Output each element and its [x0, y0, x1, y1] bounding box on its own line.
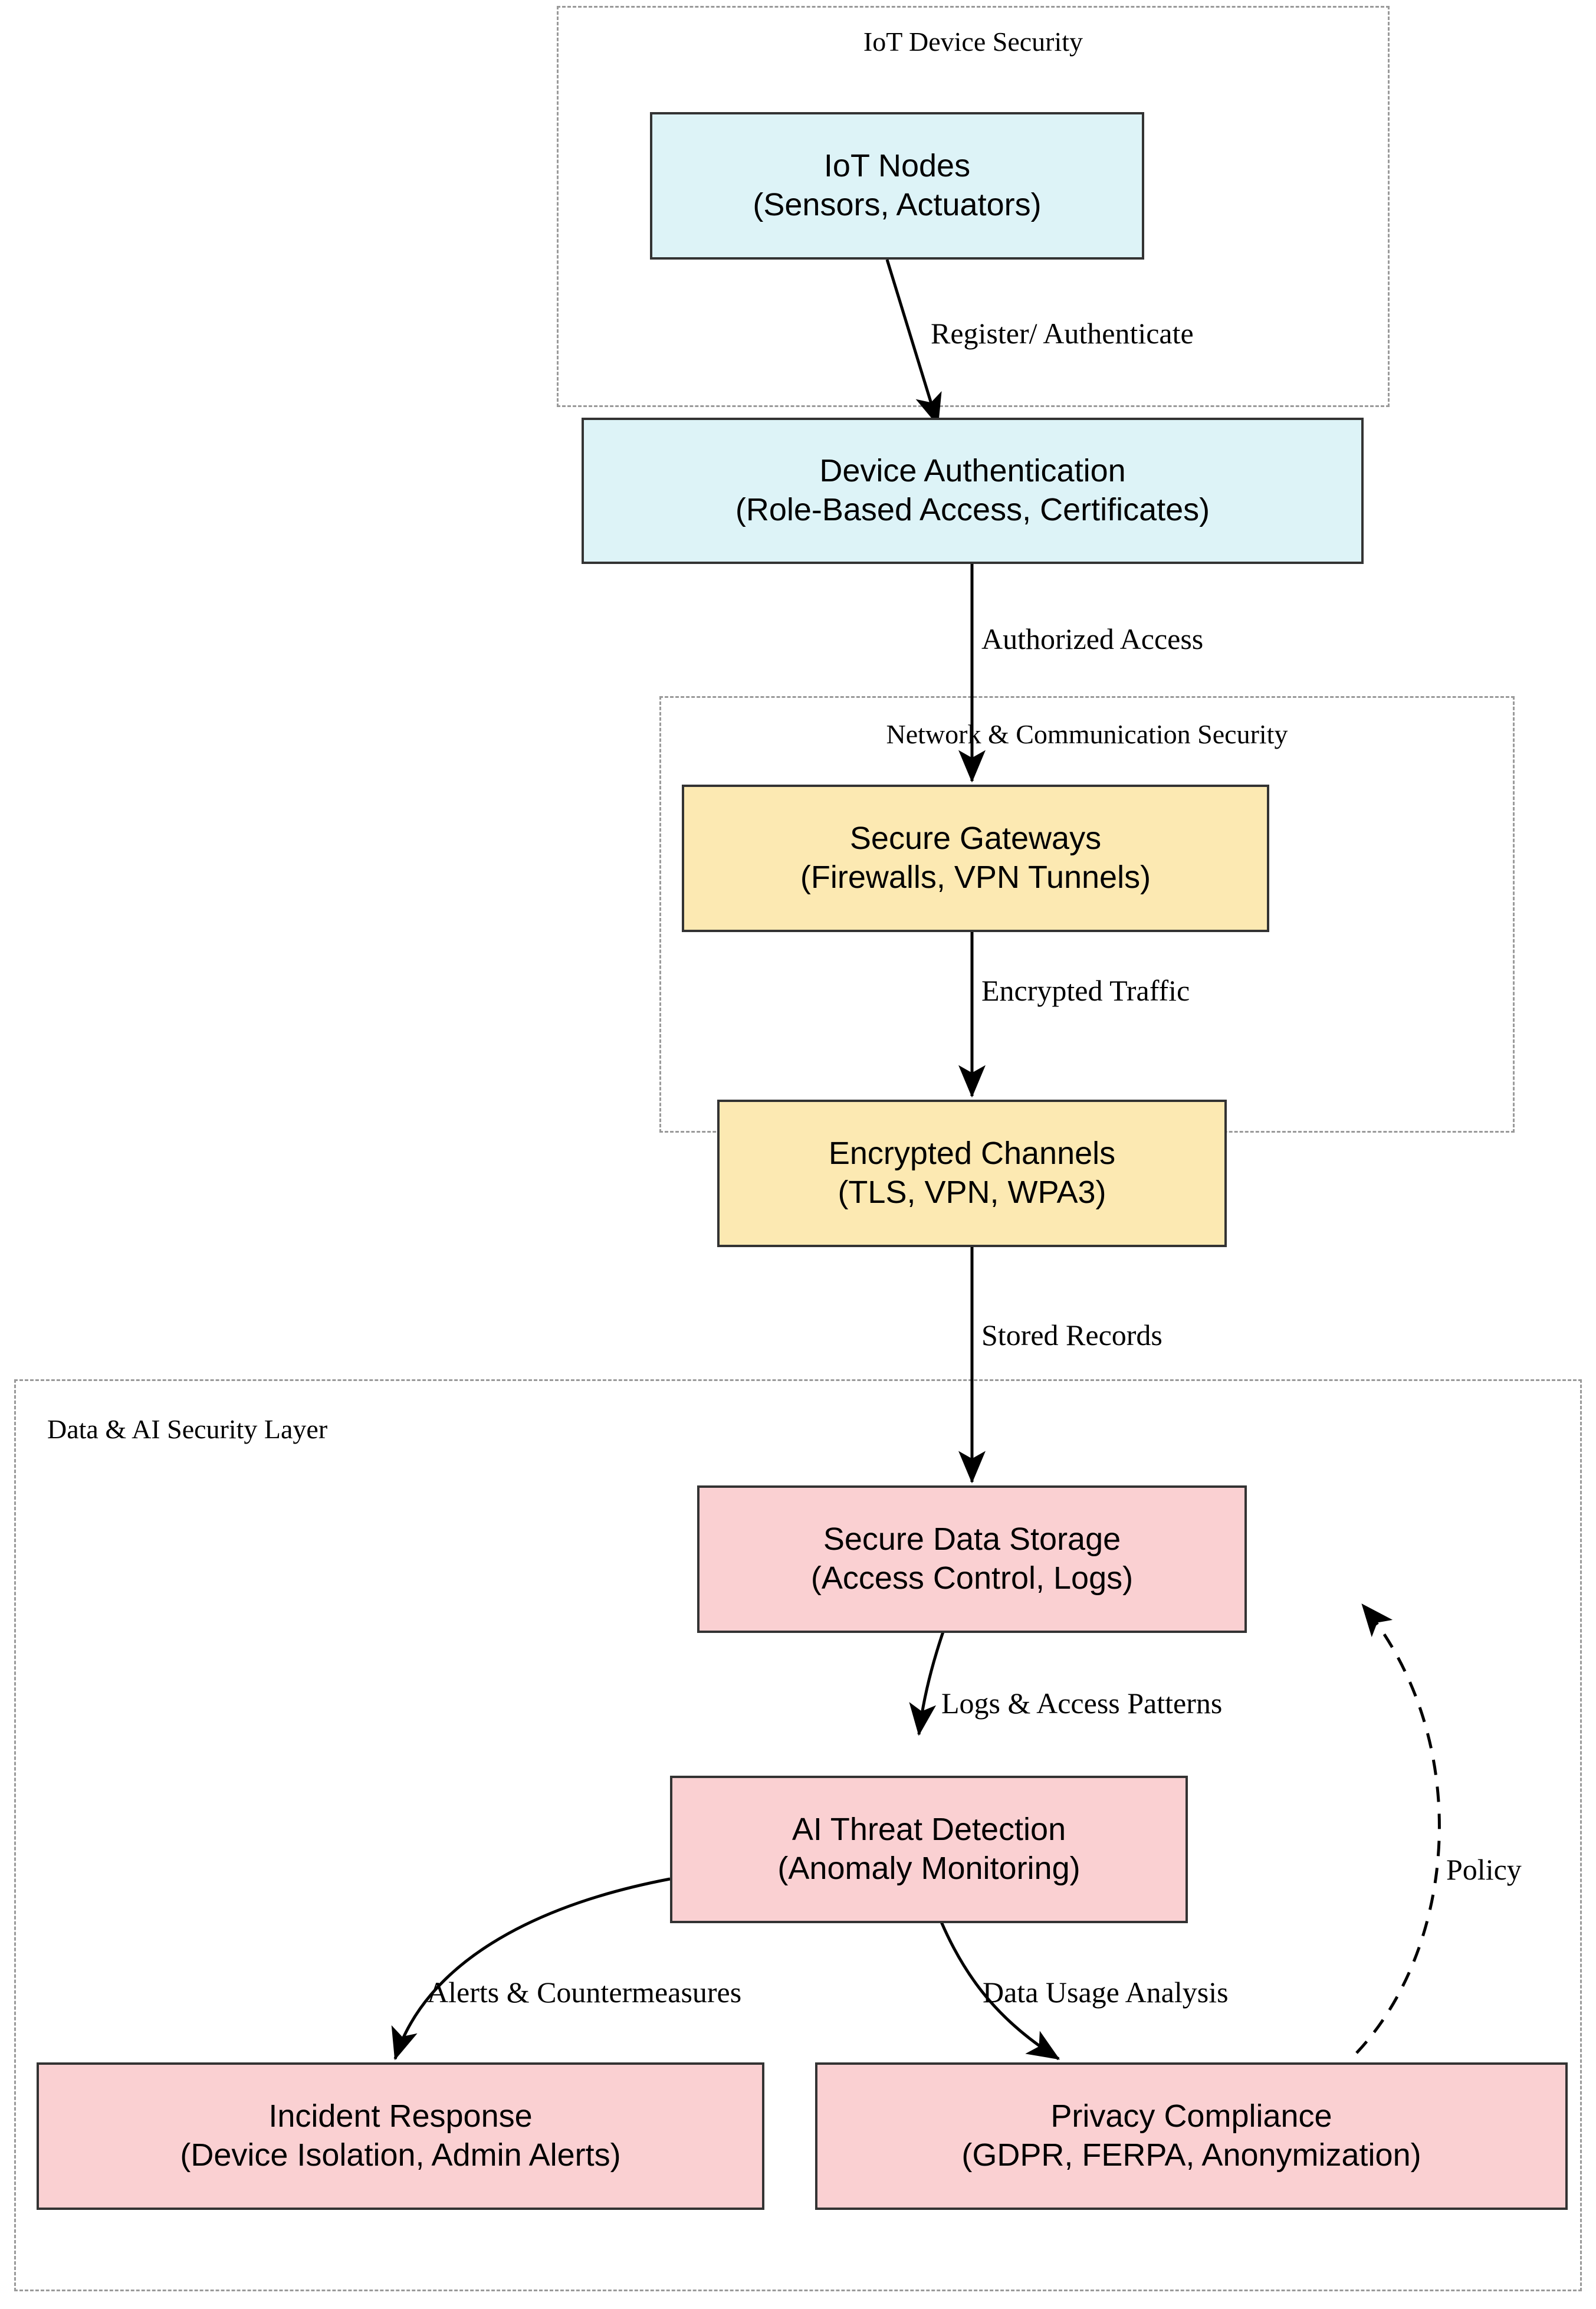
node-iot-nodes-line2: (Sensors, Actuators) — [753, 187, 1042, 222]
node-iot-nodes[interactable]: IoT Nodes (Sensors, Actuators) — [650, 112, 1144, 260]
node-device-authentication-line1: Device Authentication — [819, 453, 1126, 489]
edge-data-usage-analysis — [940, 1921, 1060, 2061]
node-device-authentication-line2: (Role-Based Access, Certificates) — [735, 492, 1210, 527]
subgraph-data-ai-security-layer — [14, 1379, 1582, 2291]
node-incident-response-line1: Incident Response — [268, 2098, 533, 2134]
edge-alerts-countermeasures — [391, 1877, 671, 2061]
node-incident-response[interactable]: Incident Response (Device Isolation, Adm… — [37, 2062, 764, 2210]
node-privacy-compliance-line2: (GDPR, FERPA, Anonymization) — [961, 2137, 1421, 2173]
edge-label-register-authenticate: Register/ Authenticate — [931, 317, 1194, 350]
node-encrypted-channels-line1: Encrypted Channels — [828, 1136, 1116, 1172]
node-privacy-compliance-line1: Privacy Compliance — [1050, 2098, 1332, 2134]
node-secure-gateways[interactable]: Secure Gateways (Firewalls, VPN Tunnels) — [682, 785, 1269, 932]
node-secure-data-storage[interactable]: Secure Data Storage (Access Control, Log… — [697, 1485, 1247, 1633]
subgraph-iot-device-security — [557, 6, 1390, 407]
node-device-authentication[interactable]: Device Authentication (Role-Based Access… — [582, 418, 1364, 564]
edge-label-alerts-countermeasures: Alerts & Countermeasures — [427, 1976, 742, 2009]
node-encrypted-channels[interactable]: Encrypted Channels (TLS, VPN, WPA3) — [717, 1100, 1227, 1247]
edge-label-authorized-access: Authorized Access — [981, 622, 1204, 655]
edge-label-encrypted-traffic: Encrypted Traffic — [981, 974, 1190, 1007]
node-secure-gateways-line1: Secure Gateways — [849, 821, 1102, 857]
node-secure-gateways-line2: (Firewalls, VPN Tunnels) — [800, 860, 1151, 895]
node-secure-data-storage-line1: Secure Data Storage — [823, 1521, 1121, 1557]
edge-label-stored-records: Stored Records — [981, 1319, 1162, 1352]
node-iot-nodes-line1: IoT Nodes — [823, 148, 971, 184]
edge-label-data-usage-analysis: Data Usage Analysis — [983, 1976, 1229, 2009]
subgraph-label-network-communication-security: Network & Communication Security — [886, 719, 1288, 749]
node-incident-response-line2: (Device Isolation, Admin Alerts) — [180, 2137, 621, 2173]
edge-label-logs-access-patterns: Logs & Access Patterns — [941, 1687, 1223, 1720]
node-ai-threat-detection[interactable]: AI Threat Detection (Anomaly Monitoring) — [670, 1776, 1188, 1923]
node-ai-threat-detection-line1: AI Threat Detection — [792, 1812, 1066, 1848]
node-ai-threat-detection-line2: (Anomaly Monitoring) — [777, 1851, 1081, 1886]
edge-label-policy: Policy — [1446, 1853, 1522, 1886]
edge-register-authenticate — [885, 259, 942, 427]
node-encrypted-channels-line2: (TLS, VPN, WPA3) — [838, 1175, 1106, 1210]
node-privacy-compliance[interactable]: Privacy Compliance (GDPR, FERPA, Anonymi… — [815, 2062, 1568, 2210]
subgraph-label-data-ai-security-layer: Data & AI Security Layer — [47, 1414, 328, 1444]
node-secure-data-storage-line2: (Access Control, Logs) — [810, 1560, 1134, 1596]
subgraph-label-iot-device-security: IoT Device Security — [863, 27, 1083, 57]
edge-policy-feedback — [1355, 1603, 1441, 2054]
